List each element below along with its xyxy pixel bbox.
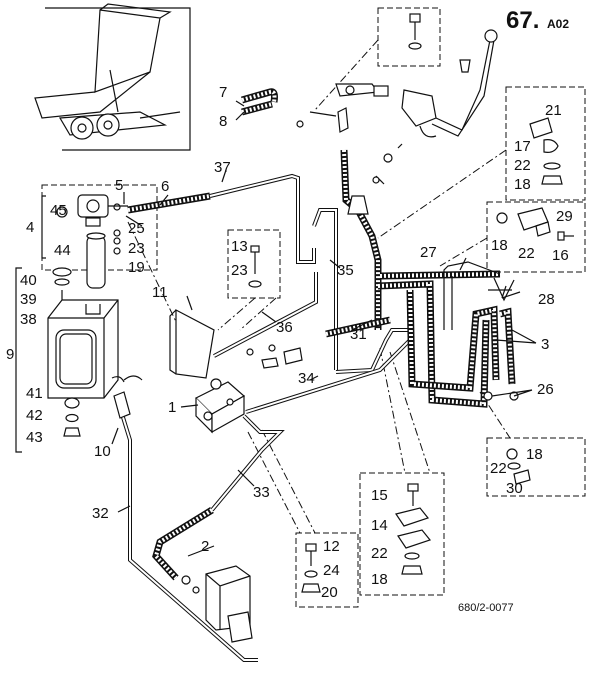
callout-33: 33	[253, 484, 270, 501]
control-valve-1	[194, 378, 246, 434]
callout-17: 17	[514, 138, 531, 155]
callout-30: 30	[506, 480, 523, 497]
callout-35: 35	[337, 262, 354, 279]
fitting-group-30	[506, 448, 531, 485]
callout-22-a: 22	[514, 157, 531, 174]
hose-6	[127, 192, 211, 214]
callout-41: 41	[26, 385, 43, 402]
center-fittings	[246, 344, 303, 369]
top-bolt	[408, 13, 422, 50]
bracket-11	[169, 309, 215, 379]
callout-44: 44	[54, 242, 71, 259]
page-number-main: 67.	[506, 7, 539, 34]
callout-42: 42	[26, 407, 43, 424]
pipe-36	[213, 272, 318, 358]
tipper-truck-thumbnail	[34, 3, 191, 151]
detail-box-top-bolt	[377, 7, 441, 67]
callout-45: 45	[50, 202, 67, 219]
callout-3: 3	[541, 336, 549, 353]
callout-2: 2	[201, 538, 209, 555]
callout-32: 32	[92, 505, 109, 522]
callout-37: 37	[214, 159, 231, 176]
detail-box-12-20	[295, 532, 359, 608]
pipe-32	[113, 391, 258, 662]
detail-box-15-14	[359, 472, 445, 596]
cylinder-bracket	[181, 565, 253, 643]
pipe-33	[210, 414, 285, 512]
callout-23-a: 23	[128, 240, 145, 257]
callout-28: 28	[538, 291, 555, 308]
callout-31: 31	[350, 326, 367, 343]
callout-numbers: 1 2 3 4 5 6 7 8 9 10 11 12 13 14 15 16 1…	[6, 84, 573, 601]
bolt-group-12	[301, 543, 321, 593]
detail-box-29-16	[486, 201, 586, 273]
callout-24: 24	[323, 562, 340, 579]
clamp-group-29	[496, 207, 574, 241]
callout-9: 9	[6, 346, 14, 363]
callout-29: 29	[556, 208, 573, 225]
callout-14: 14	[371, 517, 388, 534]
page-number: 67. A02	[506, 7, 569, 34]
callout-13: 13	[231, 238, 248, 255]
callout-22-d: 22	[371, 545, 388, 562]
bolt-group-13	[248, 245, 262, 288]
callout-leaders	[111, 100, 537, 557]
callout-38: 38	[20, 311, 37, 328]
callout-1: 1	[168, 399, 176, 416]
detail-box-18-30	[486, 437, 586, 497]
callout-18-b: 18	[491, 237, 508, 254]
hose-7-8	[241, 88, 278, 116]
callout-20: 20	[321, 584, 338, 601]
leader-lines	[127, 39, 511, 534]
callout-26: 26	[537, 381, 554, 398]
hose-bundle-3	[377, 261, 516, 408]
callout-36: 36	[276, 319, 293, 336]
detail-box-13-23	[227, 229, 281, 299]
callout-40: 40	[20, 272, 37, 289]
callout-6: 6	[161, 178, 169, 195]
central-hose	[340, 149, 382, 330]
callout-39: 39	[20, 291, 37, 308]
pipe-34	[245, 328, 412, 414]
group-brackets	[15, 195, 46, 453]
clamp-group-21	[529, 117, 563, 185]
drawing-code: 680/2-0077	[458, 602, 514, 614]
callout-22-b: 22	[518, 245, 535, 262]
hose-2	[152, 507, 214, 581]
callout-34: 34	[298, 370, 315, 387]
callout-15: 15	[371, 487, 388, 504]
callout-4: 4	[26, 219, 34, 236]
top-linkage	[296, 29, 498, 185]
callout-18-c: 18	[526, 446, 543, 463]
callout-7: 7	[219, 84, 227, 101]
callout-23-b: 23	[231, 262, 248, 279]
callout-11: 11	[152, 284, 168, 301]
callout-16: 16	[552, 247, 569, 264]
detail-box-21-17	[505, 86, 586, 201]
callout-8: 8	[219, 113, 227, 130]
callout-18-d: 18	[371, 571, 388, 588]
callout-22-c: 22	[490, 460, 507, 477]
callout-10: 10	[94, 443, 111, 460]
filter-group	[56, 194, 128, 289]
callout-27: 27	[420, 244, 437, 261]
pipe-35	[312, 208, 338, 370]
fittings-26	[483, 391, 519, 401]
oil-tank	[47, 299, 125, 399]
callout-25: 25	[128, 220, 145, 237]
callout-12: 12	[323, 538, 340, 555]
page-number-suffix: A02	[547, 17, 569, 31]
callout-19: 19	[128, 259, 145, 276]
pipe-37	[209, 173, 316, 264]
callout-43: 43	[26, 429, 43, 446]
callout-5: 5	[115, 177, 123, 194]
bolt-group-15	[395, 483, 432, 575]
callout-18-a: 18	[514, 176, 531, 193]
callout-21: 21	[545, 102, 562, 119]
tank-parts	[52, 267, 143, 437]
